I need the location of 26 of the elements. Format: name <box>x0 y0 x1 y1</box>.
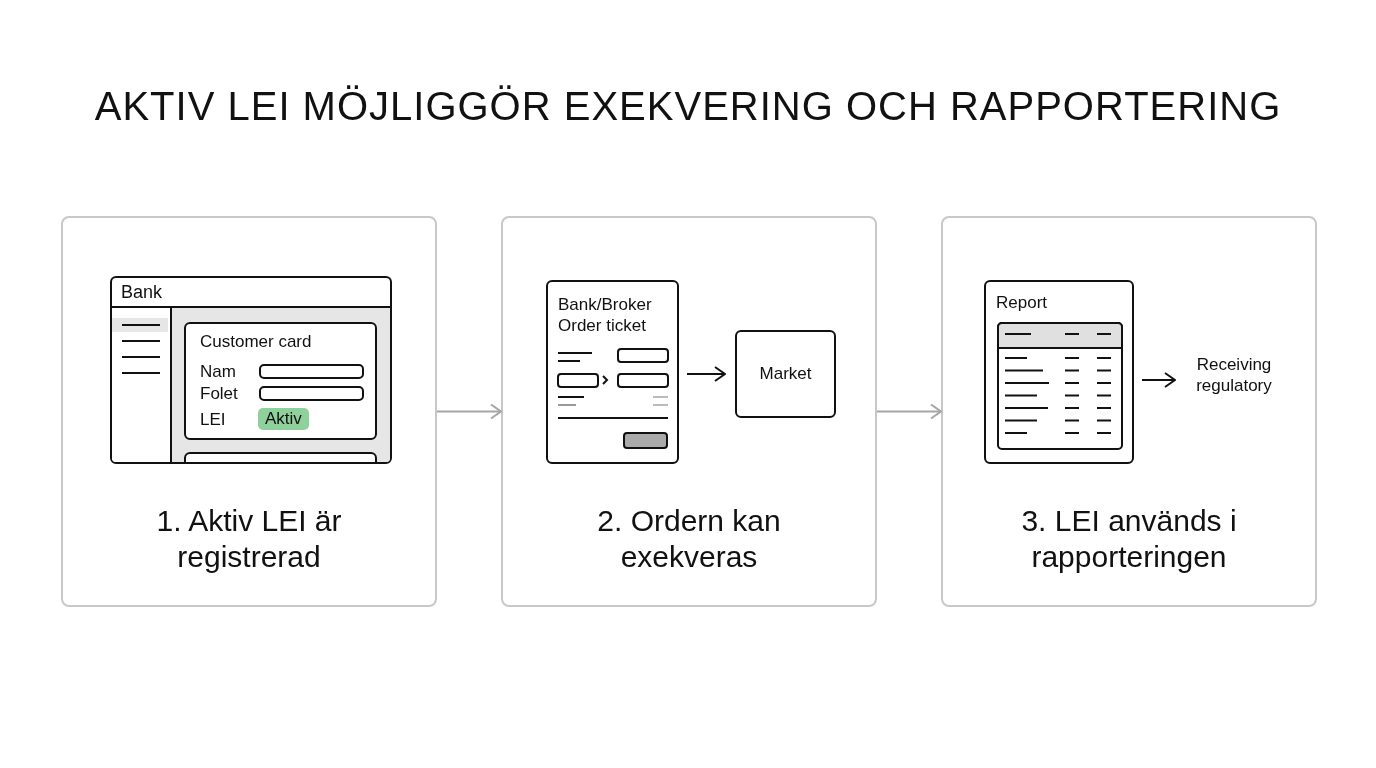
box-label: Market <box>759 364 812 384</box>
arrow <box>686 366 726 382</box>
arrow <box>876 403 942 420</box>
field-label: Nam <box>200 362 236 382</box>
app-window <box>110 276 392 464</box>
step-panel <box>501 216 877 607</box>
step-panel <box>61 216 437 607</box>
order-ticket <box>546 280 679 464</box>
arrow <box>436 403 502 420</box>
step-caption: 2. Ordern kan exekveras <box>596 503 782 575</box>
status-pill: Aktiv <box>258 408 309 430</box>
market-box <box>735 330 836 418</box>
step-caption: 1. Aktiv LEI är registrerad <box>155 503 343 575</box>
ticket-heading: Bank/Broker Order ticket <box>558 294 653 336</box>
report-document <box>984 280 1134 464</box>
step-caption: 3. LEI används i rapporteringen <box>1020 503 1238 575</box>
card-heading: Customer card <box>200 332 312 352</box>
field-label: Folet <box>200 384 238 404</box>
arrow <box>1141 372 1176 388</box>
report-heading: Report <box>996 293 1048 313</box>
field-label: LEI <box>200 410 226 430</box>
window-title: Bank <box>121 282 163 303</box>
title: AKTIV LEI MÖJLIGGÖR EXEKVERING OCH RAPPORTERING <box>93 84 1283 129</box>
step-panel <box>941 216 1317 607</box>
recipient-label: Receiving regulatory <box>1179 354 1289 398</box>
customer-card <box>184 322 377 440</box>
